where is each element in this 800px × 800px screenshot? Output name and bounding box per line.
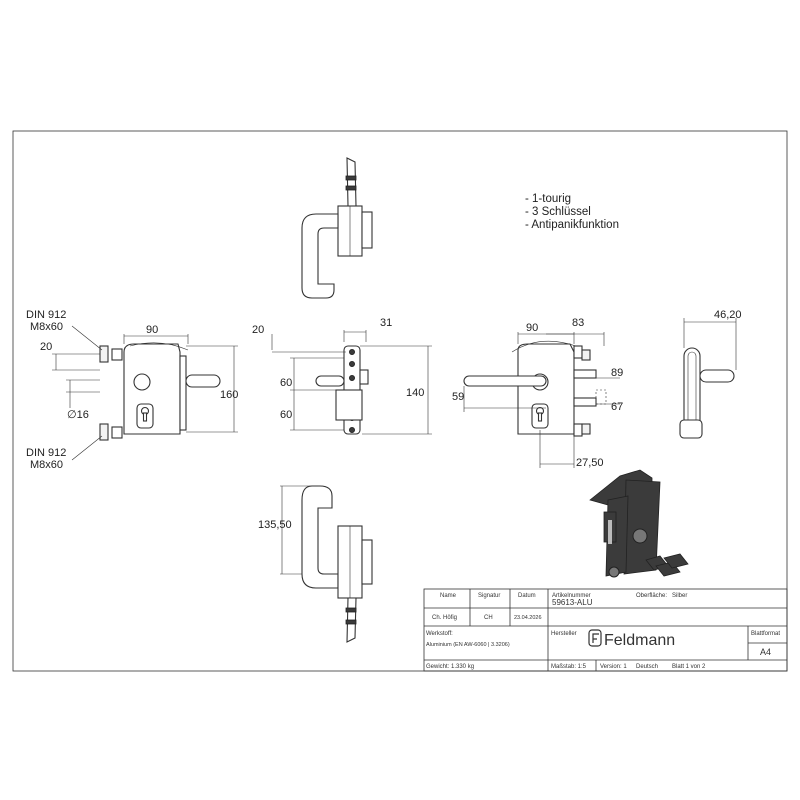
dim-89: 89 bbox=[611, 367, 623, 379]
top-view bbox=[301, 157, 373, 299]
left-front-view: 90 160 20 ∅16 DIN 912 M8x60 DIN 912 M8x6… bbox=[26, 309, 238, 471]
tb-signatur-value: CH bbox=[484, 615, 493, 621]
isometric-view bbox=[589, 469, 689, 578]
note-1: - 1-tourig bbox=[525, 193, 571, 205]
dim-135-50: 135,50 bbox=[258, 519, 292, 531]
tb-version: Version: 1 bbox=[600, 664, 627, 670]
right-front-view: 90 83 59 89 67 27,50 bbox=[452, 317, 623, 469]
din912-bottom-line1: DIN 912 bbox=[26, 447, 66, 459]
middle-handle-bar bbox=[315, 375, 345, 387]
tb-gewicht: Gewicht: 1.330 kg bbox=[426, 664, 474, 670]
tb-hersteller-label: Hersteller bbox=[551, 631, 577, 637]
middle-side-view: 20 31 60 60 140 bbox=[252, 317, 432, 435]
left-spindle-hole bbox=[133, 373, 151, 391]
dim-27-50: 27,50 bbox=[576, 457, 604, 469]
dim-46-20: 46,20 bbox=[714, 309, 742, 321]
tb-sprache: Deutsch bbox=[636, 664, 658, 670]
top-view-spindle bbox=[346, 157, 357, 207]
tb-blattformat-label: Blattformat bbox=[751, 631, 780, 637]
title-block: Name Signatur Datum Artikelnummer Oberfl… bbox=[423, 588, 788, 672]
din912-top-line2: M8x60 bbox=[30, 321, 63, 333]
din912-top-line1: DIN 912 bbox=[26, 309, 66, 321]
tb-massstab: Maßstab: 1:5 bbox=[551, 664, 587, 670]
far-right-side-view: 46,20 bbox=[679, 309, 742, 439]
dim-diameter-16: ∅16 bbox=[67, 409, 89, 421]
tb-header-oberflaeche: Oberfläche: bbox=[636, 593, 667, 599]
bottom-view-handle bbox=[301, 485, 339, 589]
tb-datum-value: 23.04.2026 bbox=[514, 615, 542, 621]
dim-140: 140 bbox=[406, 387, 424, 399]
dim-90-left: 90 bbox=[146, 324, 158, 336]
bolt-bottom-left bbox=[99, 423, 109, 441]
tb-werkstoff-value: Aluminium (EN AW-6060 | 3.3206) bbox=[426, 642, 510, 648]
dim-60-b: 60 bbox=[280, 409, 292, 421]
left-handle-bar bbox=[185, 374, 221, 388]
dim-59: 59 bbox=[452, 391, 464, 403]
bolt-top-left bbox=[99, 345, 109, 363]
feldmann-logo: Feldmann bbox=[588, 629, 675, 649]
tb-header-artikelnummer: Artikelnummer bbox=[552, 593, 591, 599]
tb-header-signatur: Signatur bbox=[478, 593, 500, 599]
drawing-frame bbox=[12, 130, 788, 672]
dim-31: 31 bbox=[380, 317, 392, 329]
tb-header-datum: Datum bbox=[518, 593, 536, 599]
dim-83: 83 bbox=[572, 317, 584, 329]
dim-20-middle: 20 bbox=[252, 324, 264, 336]
tb-brand: Feldmann bbox=[604, 632, 675, 649]
tb-oberflaeche-value: Silber bbox=[672, 593, 687, 599]
tb-blattformat-value: A4 bbox=[760, 647, 771, 657]
notes: - 1-tourig - 3 Schlüssel - Antipanikfunk… bbox=[525, 193, 619, 231]
right-handle-bar bbox=[463, 375, 547, 387]
dim-60-a: 60 bbox=[280, 377, 292, 389]
tb-werkstoff-label: Werkstoff: bbox=[426, 631, 453, 637]
dim-67: 67 bbox=[611, 401, 623, 413]
dim-160: 160 bbox=[220, 389, 238, 401]
note-3: - Antipanikfunktion bbox=[525, 219, 619, 231]
bottom-view: 135,50 bbox=[258, 485, 373, 643]
tb-name-value: Ch. Höfig bbox=[432, 615, 457, 621]
top-view-handle bbox=[301, 213, 339, 299]
tb-blatt: Blatt 1 von 2 bbox=[672, 664, 706, 670]
tb-artikelnummer-value: 59613-ALU bbox=[552, 598, 593, 607]
iso-key-3 bbox=[663, 553, 689, 569]
tb-header-name: Name bbox=[440, 593, 457, 599]
note-2: - 3 Schlüssel bbox=[525, 206, 591, 218]
side-handle-bar bbox=[699, 369, 735, 383]
din912-bottom-line2: M8x60 bbox=[30, 459, 63, 471]
dim-90-right: 90 bbox=[526, 322, 538, 334]
dim-20-left: 20 bbox=[40, 341, 52, 353]
